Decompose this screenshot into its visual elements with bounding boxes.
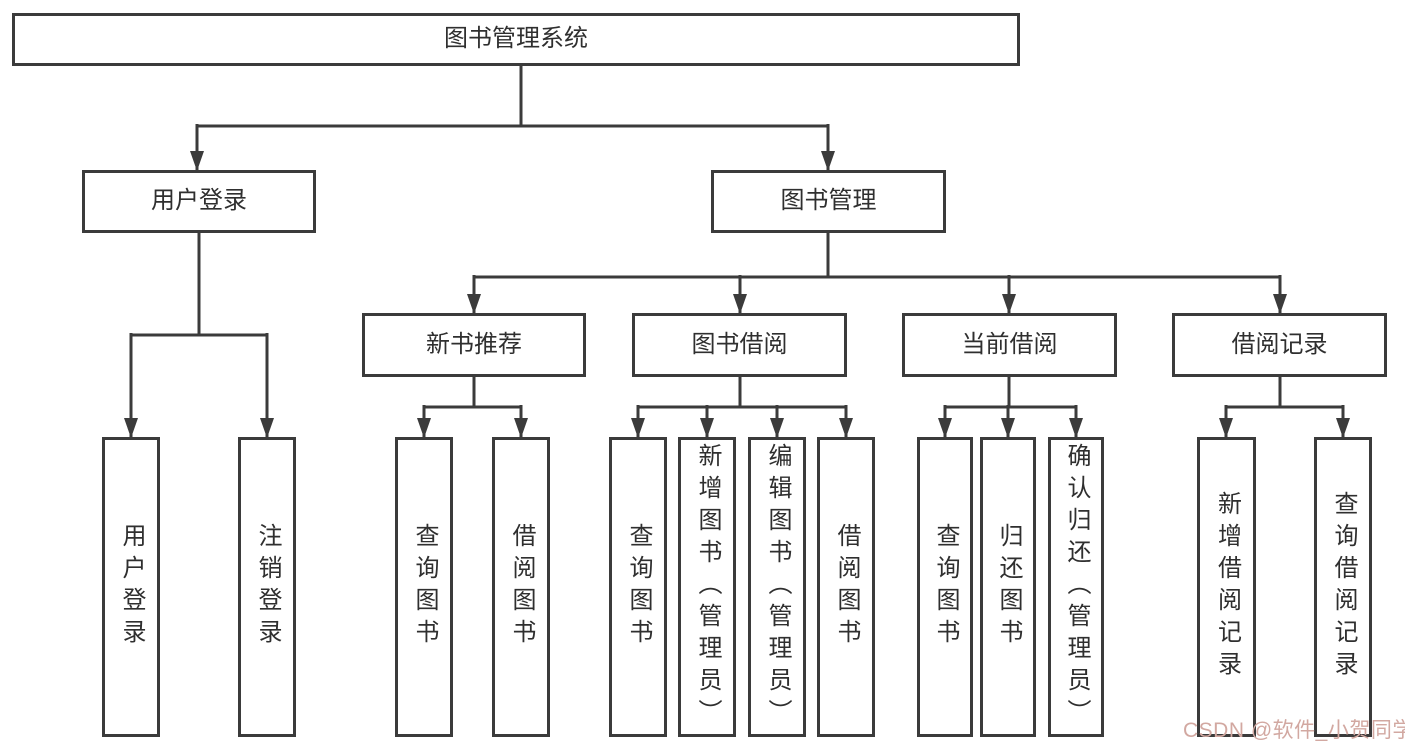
leaf-records-query-record-label: 查询借阅记录 bbox=[1330, 491, 1357, 683]
leaf-current-confirm-return-admin: 确认归还（管理员） bbox=[1048, 437, 1104, 737]
leaf-logout: 注销登录 bbox=[238, 437, 296, 737]
leaf-newrec-query-books-label: 查询图书 bbox=[411, 523, 438, 651]
leaf-logout-label: 注销登录 bbox=[254, 523, 281, 651]
leaf-current-query-books: 查询图书 bbox=[917, 437, 973, 737]
leaf-newrec-borrow-books: 借阅图书 bbox=[492, 437, 550, 737]
node-book-management: 图书管理 bbox=[711, 170, 946, 233]
leaf-borrow-add-books-admin-label: 新增图书（管理员） bbox=[694, 443, 721, 731]
connector-group bbox=[124, 66, 1350, 438]
node-current-borrow: 当前借阅 bbox=[902, 313, 1117, 377]
leaf-borrow-add-books-admin: 新增图书（管理员） bbox=[678, 437, 736, 737]
leaf-borrow-borrow-books: 借阅图书 bbox=[817, 437, 875, 737]
leaf-current-return-books: 归还图书 bbox=[980, 437, 1036, 737]
leaf-newrec-borrow-books-label: 借阅图书 bbox=[508, 523, 535, 651]
leaf-current-query-books-label: 查询图书 bbox=[932, 523, 959, 651]
leaf-records-add-record-label: 新增借阅记录 bbox=[1213, 491, 1241, 683]
leaf-user-login: 用户登录 bbox=[102, 437, 160, 737]
leaf-newrec-query-books: 查询图书 bbox=[395, 437, 453, 737]
leaf-records-query-record: 查询借阅记录 bbox=[1314, 437, 1372, 737]
csdn-watermark: CSDN @软件_小贺同学 bbox=[1183, 719, 1405, 742]
leaf-current-return-books-label: 归还图书 bbox=[995, 523, 1022, 651]
leaf-borrow-edit-books-admin: 编辑图书（管理员） bbox=[748, 437, 806, 737]
leaf-borrow-query-books: 查询图书 bbox=[609, 437, 667, 737]
leaf-current-confirm-return-admin-label: 确认归还（管理员） bbox=[1063, 443, 1090, 731]
leaf-borrow-edit-books-admin-label: 编辑图书（管理员） bbox=[764, 443, 791, 731]
leaf-records-add-record: 新增借阅记录 bbox=[1197, 437, 1256, 737]
leaf-borrow-borrow-books-label: 借阅图书 bbox=[833, 523, 860, 651]
node-user-login: 用户登录 bbox=[82, 170, 316, 233]
node-new-book-recommend: 新书推荐 bbox=[362, 313, 586, 377]
node-borrow-records: 借阅记录 bbox=[1172, 313, 1387, 377]
node-book-borrow: 图书借阅 bbox=[632, 313, 847, 377]
leaf-borrow-query-books-label: 查询图书 bbox=[625, 523, 652, 651]
node-root: 图书管理系统 bbox=[12, 13, 1020, 66]
leaf-user-login-label: 用户登录 bbox=[118, 523, 145, 651]
